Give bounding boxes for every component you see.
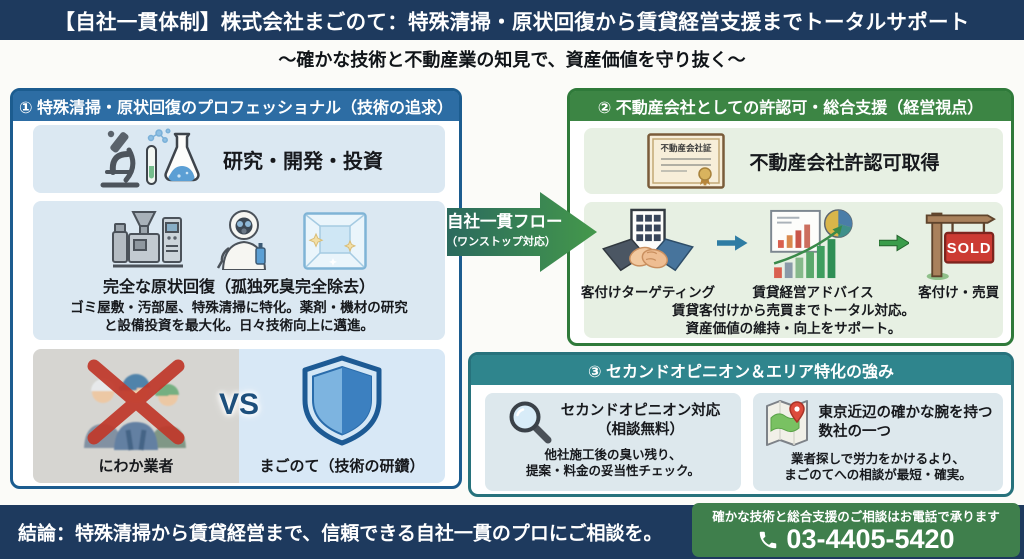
flow-arrow-shape-icon — [447, 192, 597, 272]
panel-real-estate: ② 不動産会社としての許認可・総合支援（経営視点） 不動産会社証 不動産会社許認… — [567, 88, 1014, 346]
phone-receiver-icon — [760, 531, 777, 548]
support-desc-line2: 資産価値の維持・向上をサポート。 — [685, 320, 902, 336]
panel-second-opinion: ③ セカンドオピニオン＆エリア特化の強み セカンドオピニオン対応 （相談無料） … — [468, 352, 1014, 497]
area-map-pin-icon — [765, 400, 808, 446]
industrial-equipment-icon — [112, 211, 183, 268]
conclusion-bar: 結論：特殊清掃から賃貸経営まで、信頼できる自社一貫のプロにご相談を。 確かな技術… — [0, 503, 1024, 559]
step-label: 客付けターゲティング — [580, 284, 716, 300]
support-desc-line1: 賃貸客付けから売買までトータル対応。 — [672, 303, 915, 318]
second-opinion-desc-line1: 他社施工後の臭い残り、 — [544, 448, 682, 462]
phone-contact-box: 確かな技術と総合支援のご相談はお電話で承ります 03-4405-5420 — [692, 503, 1020, 557]
phone-row: 03-4405-5420 — [757, 524, 955, 555]
handshake-building-icon — [602, 208, 694, 271]
step-sale: SOLD 客付け・売買 — [914, 208, 1003, 301]
second-opinion-desc-line2: 提案・料金の妥当性チェック。 — [525, 464, 700, 479]
crossed-out-contractors-icon — [84, 359, 186, 451]
restoration-title: 完全な原状回復（孤独死臭完全除去） — [102, 279, 375, 296]
arrow-right-blue-icon — [717, 235, 748, 251]
versus-left: にわか業者 — [33, 349, 239, 483]
research-label: 研究・開発・投資 — [223, 150, 383, 173]
step-label: 賃貸経営アドバイス — [752, 284, 874, 300]
one-stop-flow-arrow: 自社一貫フロー （ワンストップ対応） — [446, 192, 597, 272]
magnifier-icon — [509, 401, 552, 444]
area-title-line2: 数社の一つ — [818, 424, 892, 440]
shield-icon — [302, 355, 382, 446]
restoration-card: 完全な原状回復（孤独死臭完全除去） ゴミ屋敷・汚部屋、特殊清掃に特化。薬剤・機材… — [33, 201, 445, 340]
panel3-header: ③ セカンドオピニオン＆エリア特化の強み — [471, 355, 1011, 385]
sold-text: SOLD — [946, 241, 991, 257]
flow-arrow-line2: （ワンストップ対応） — [446, 236, 556, 248]
sparkling-room-icon — [303, 212, 367, 270]
certificate-title-text: 不動産会社証 — [661, 143, 713, 153]
conclusion-text: 結論：特殊清掃から賃貸経営まで、信頼できる自社一貫のプロにご相談を。 — [18, 523, 663, 545]
area-title-row: 東京近辺の確かな腕を持つ 数社の一つ — [753, 398, 1003, 448]
vs-label: VS — [218, 388, 260, 422]
step-label: 客付け・売買 — [918, 284, 1000, 300]
second-opinion-title-row: セカンドオピニオン対応 （相談無料） — [485, 398, 741, 444]
page-title: 【自社一貫体制】株式会社まごのて：特殊清掃・原状回復から賃貸経営支援までトータル… — [54, 11, 970, 34]
panel-special-cleaning: ① 特殊清掃・原状回復のプロフェッショナル（技術の追求） — [10, 88, 462, 489]
area-title: 東京近辺の確かな腕を持つ 数社の一つ — [819, 404, 993, 441]
versus-right-label: まごのて（技術の研鑽） — [259, 458, 425, 475]
second-opinion-title-line2: （相談無料） — [597, 422, 684, 438]
restoration-desc-line2: と設備投資を最大化。日々技術向上に邁進。 — [104, 317, 374, 333]
second-opinion-card: セカンドオピニオン対応 （相談無料） 他社施工後の臭い残り、 提案・料金の妥当性… — [485, 393, 741, 491]
versus-card: にわか業者 まごのて（技術の研鑽） VS — [33, 349, 445, 483]
area-desc: 業者探しで労力をかけるより、 まごのてへの相談が最短・確実。 — [753, 451, 1003, 484]
area-desc-line1: 業者探しで労力をかけるより、 — [791, 452, 965, 466]
area-strength-card: 東京近辺の確かな腕を持つ 数社の一つ 業者探しで労力をかけるより、 まごのてへの… — [753, 393, 1003, 491]
restoration-desc-line1: ゴミ屋敷・汚部屋、特殊清掃に特化。薬剤・機材の研究 — [70, 300, 408, 315]
support-steps-row: 客付けターゲティング — [580, 207, 1003, 301]
hazmat-worker-icon — [216, 210, 267, 270]
versus-left-label: にわか業者 — [98, 458, 174, 475]
license-label: 不動産会社許認可取得 — [749, 152, 940, 174]
certificate-icon: 不動産会社証 — [647, 133, 726, 189]
second-opinion-desc: 他社施工後の臭い残り、 提案・料金の妥当性チェック。 — [485, 447, 741, 480]
versus-right: まごのて（技術の研鑽） — [239, 349, 445, 483]
panel2-header: ② 不動産会社としての許認可・総合支援（経営視点） — [570, 91, 1011, 121]
phone-number: 03-4405-5420 — [786, 524, 955, 555]
research-card: 研究・開発・投資 — [33, 125, 445, 193]
restoration-desc: ゴミ屋敷・汚部屋、特殊清掃に特化。薬剤・機材の研究 と設備投資を最大化。日々技術… — [33, 299, 445, 335]
license-card: 不動産会社証 不動産会社許認可取得 — [584, 128, 1003, 194]
panel1-header: ① 特殊清掃・原状回復のプロフェッショナル（技術の追求） — [13, 91, 459, 121]
growth-chart-pie-icon — [770, 208, 853, 278]
second-opinion-title: セカンドオピニオン対応 （相談無料） — [561, 402, 721, 439]
arrow-right-green-icon — [878, 234, 910, 252]
area-desc-line2: まごのてへの相談が最短・確実。 — [784, 468, 972, 483]
restoration-icon-row — [33, 206, 445, 270]
step-tenant-targeting: 客付けターゲティング — [580, 208, 716, 301]
title-bar: 【自社一貫体制】株式会社まごのて：特殊清掃・原状回復から賃貸経営支援までトータル… — [0, 0, 1024, 40]
flow-arrow-line1: 自社一貫フロー — [447, 213, 563, 231]
area-title-line1: 東京近辺の確かな腕を持つ — [818, 405, 993, 422]
phone-note: 確かな技術と総合支援のご相談はお電話で承ります — [712, 510, 1000, 525]
step-rental-advice: 賃貸経営アドバイス — [753, 208, 874, 301]
sold-sign-icon: SOLD — [925, 212, 996, 280]
support-flow-card: 客付けターゲティング — [580, 202, 1003, 338]
support-desc: 賃貸客付けから売買までトータル対応。 資産価値の維持・向上をサポート。 — [584, 302, 1003, 337]
microscope-flask-icon — [100, 128, 200, 188]
page-subtitle: ～確かな技術と不動産業の知見で、資産価値を守り抜く～ — [278, 50, 746, 70]
second-opinion-title-line1: セカンドオピニオン対応 — [560, 403, 721, 420]
